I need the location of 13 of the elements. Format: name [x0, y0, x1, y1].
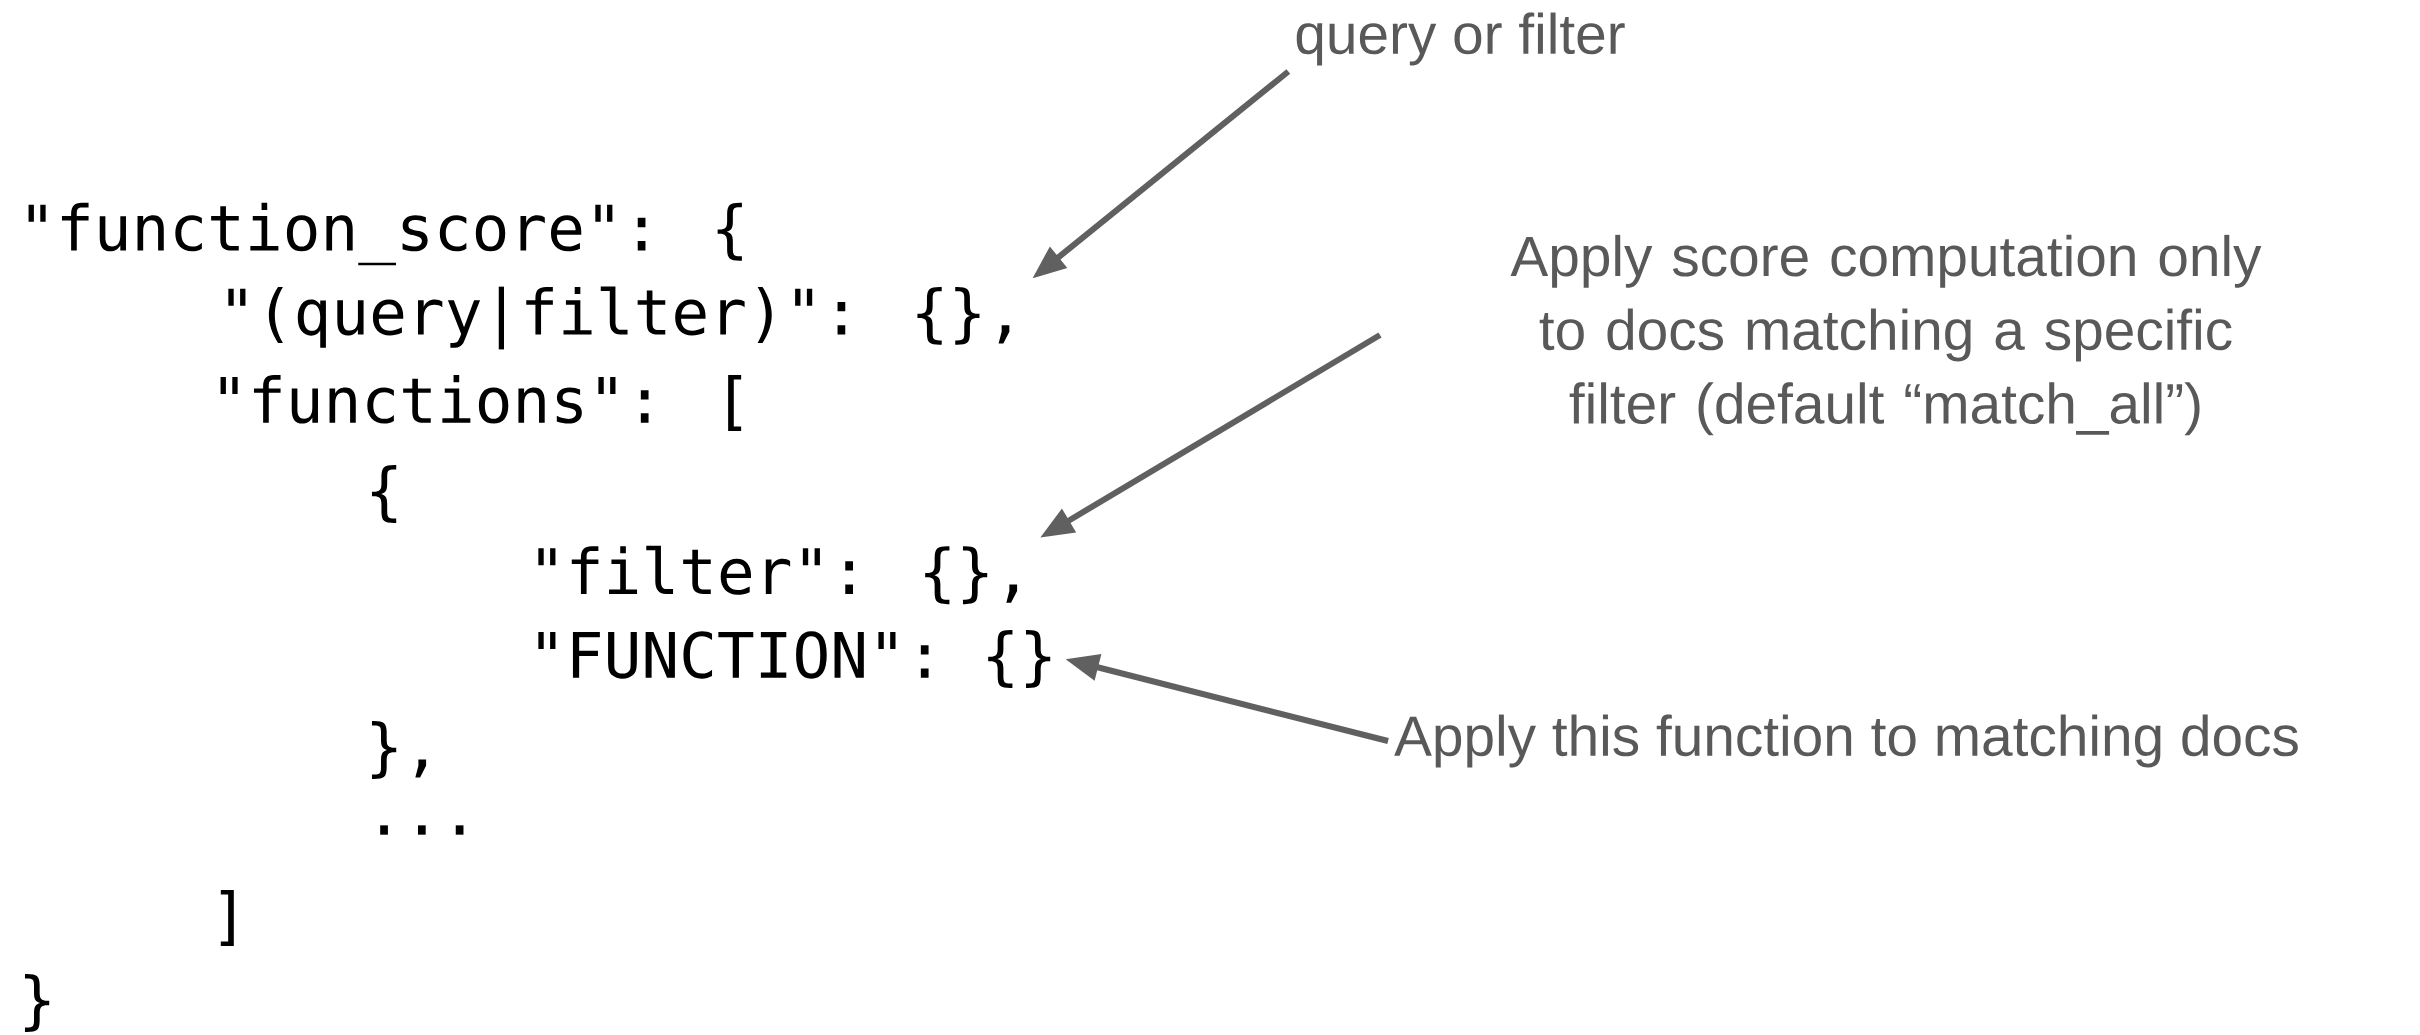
code-line: ]: [220, 890, 234, 946]
annotation: Apply score computation only to docs matching a specific filter (default “match_all”): [1510, 234, 2262, 436]
code-line: {: [371, 465, 397, 523]
code-line: }: [24, 974, 50, 1032]
annotation: query or filter: [1296, 12, 1625, 66]
code-line: "filter": {},: [538, 545, 1018, 605]
code-line: "FUNCTION": {}: [538, 630, 1051, 688]
annotation: Apply this function to matching docs: [1394, 714, 2298, 768]
code-line: "(query|filter)": {},: [228, 286, 1010, 350]
code-line: ...: [380, 825, 464, 835]
code-line: },: [371, 721, 427, 779]
code-line: "functions": [: [220, 375, 742, 431]
code-line: "function_score": {: [28, 202, 742, 266]
